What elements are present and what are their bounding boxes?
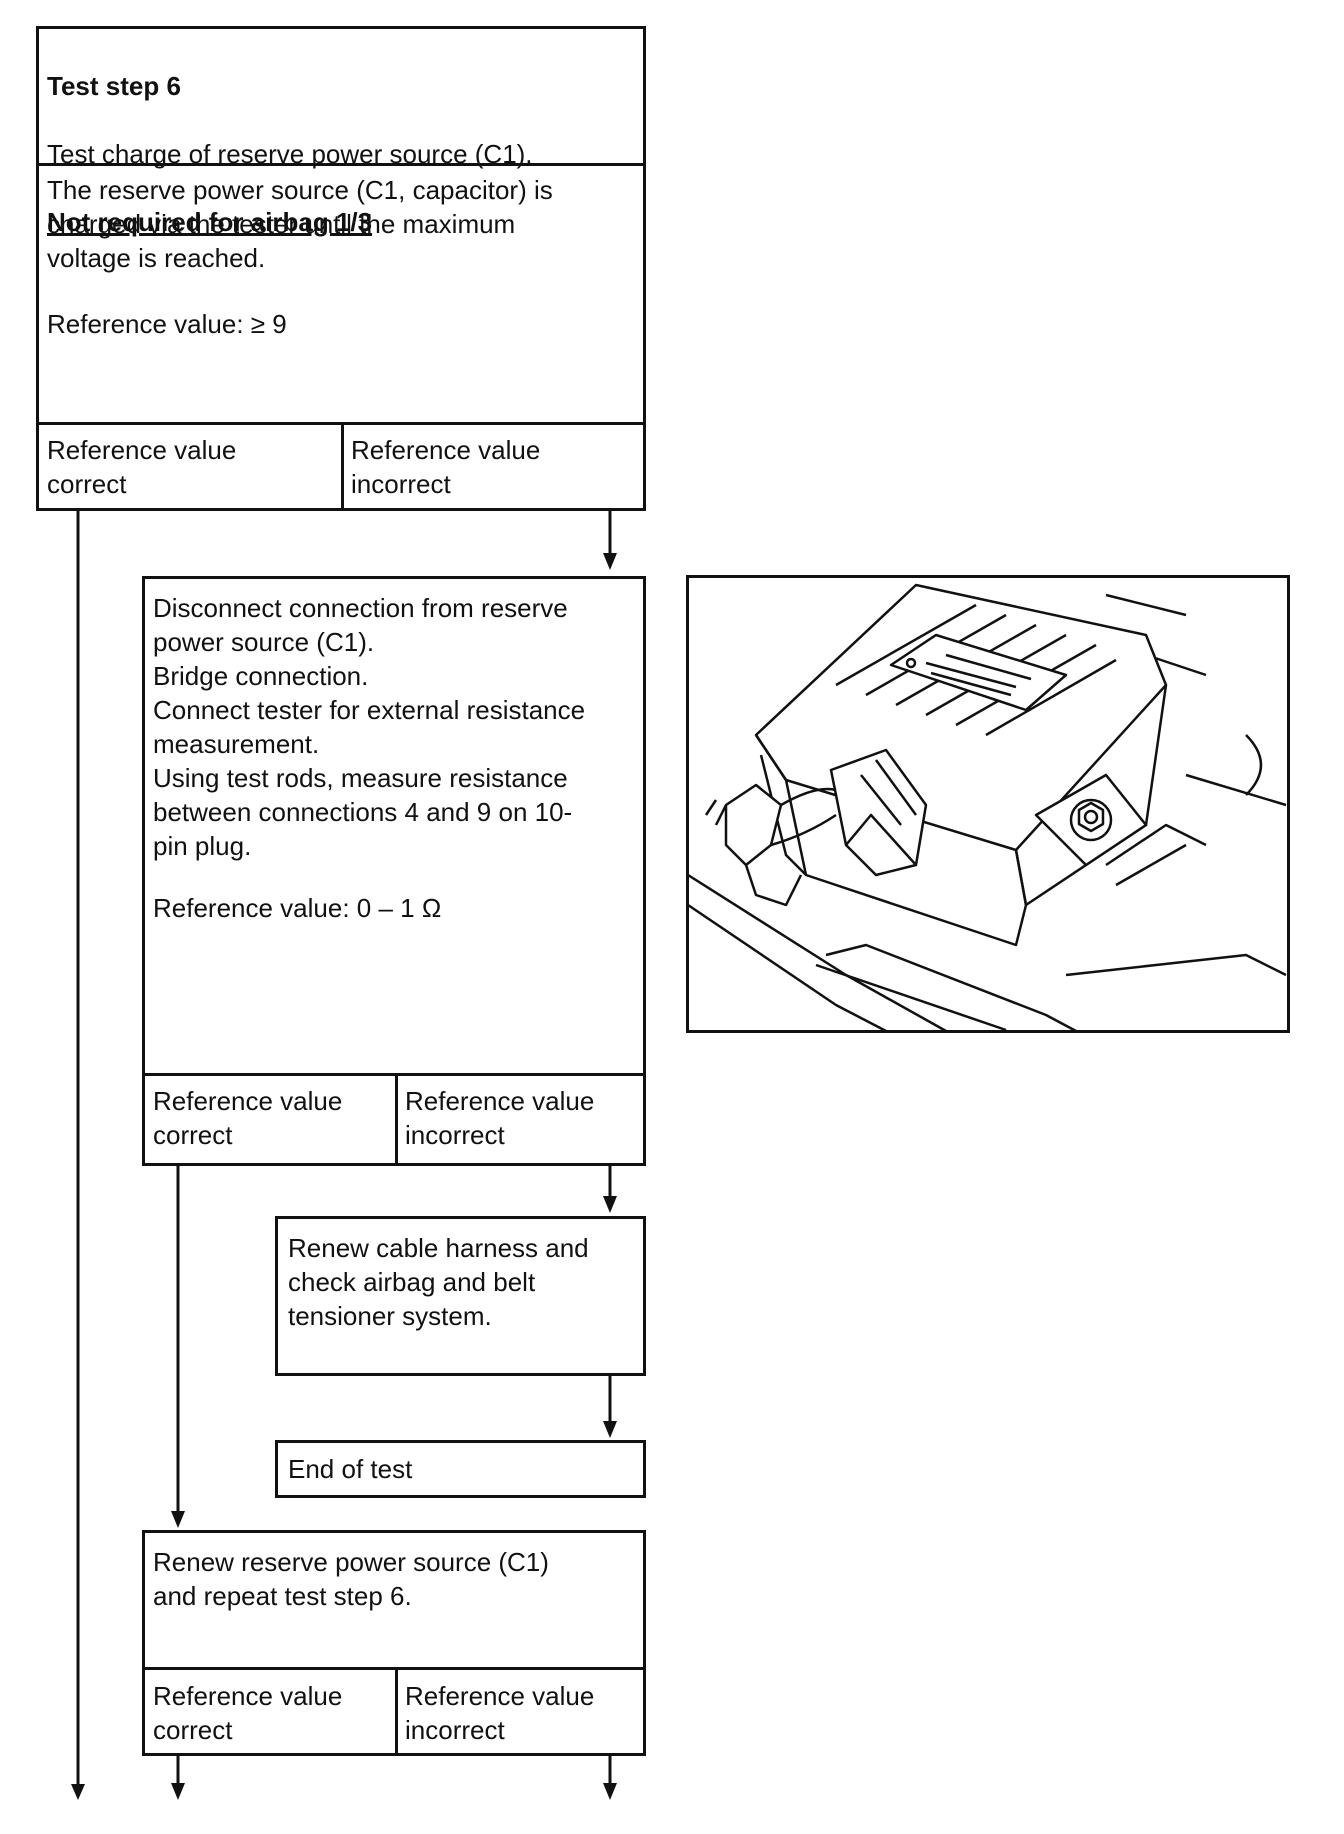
test-step-box: Test step 6 Test charge of reserve power… [36, 26, 646, 511]
divider [395, 1073, 398, 1163]
test-step-incorrect: Reference value incorrect [351, 435, 541, 499]
disconnect-incorrect: Reference value incorrect [405, 1086, 595, 1150]
control-unit-connector-illustration [686, 575, 1290, 1033]
divider [39, 163, 643, 166]
renew-c1-correct: Reference value correct [153, 1681, 343, 1745]
test-step-note: Not required for airbag 1/3 [47, 207, 373, 237]
disconnect-correct: Reference value correct [153, 1086, 343, 1150]
test-step-title: Test step 6 [47, 71, 181, 101]
end-of-test-box: End of test [275, 1440, 646, 1498]
renew-c1-box: Renew reserve power source (C1) and repe… [142, 1530, 646, 1756]
divider [341, 422, 344, 508]
renew-c1-body: Renew reserve power source (C1) and repe… [153, 1547, 549, 1611]
end-of-test-label: End of test [288, 1454, 413, 1484]
divider [395, 1667, 398, 1753]
renew-harness-box: Renew cable harness and check airbag and… [275, 1216, 646, 1376]
disconnect-reference: Reference value: 0 – 1 Ω [153, 893, 442, 923]
divider [145, 1667, 643, 1670]
test-step-correct: Reference value correct [47, 435, 237, 499]
divider [145, 1073, 643, 1076]
test-step-reference: Reference value: ≥ 9 [47, 309, 287, 339]
renew-harness-body: Renew cable harness and check airbag and… [288, 1233, 589, 1331]
renew-c1-incorrect: Reference value incorrect [405, 1681, 595, 1745]
test-step-body: The reserve power source (C1, capacitor)… [47, 175, 553, 273]
disconnect-body: Disconnect connection from reserve power… [153, 593, 586, 861]
arrow-head [71, 1784, 85, 1800]
disconnect-box: Disconnect connection from reserve power… [142, 576, 646, 1166]
